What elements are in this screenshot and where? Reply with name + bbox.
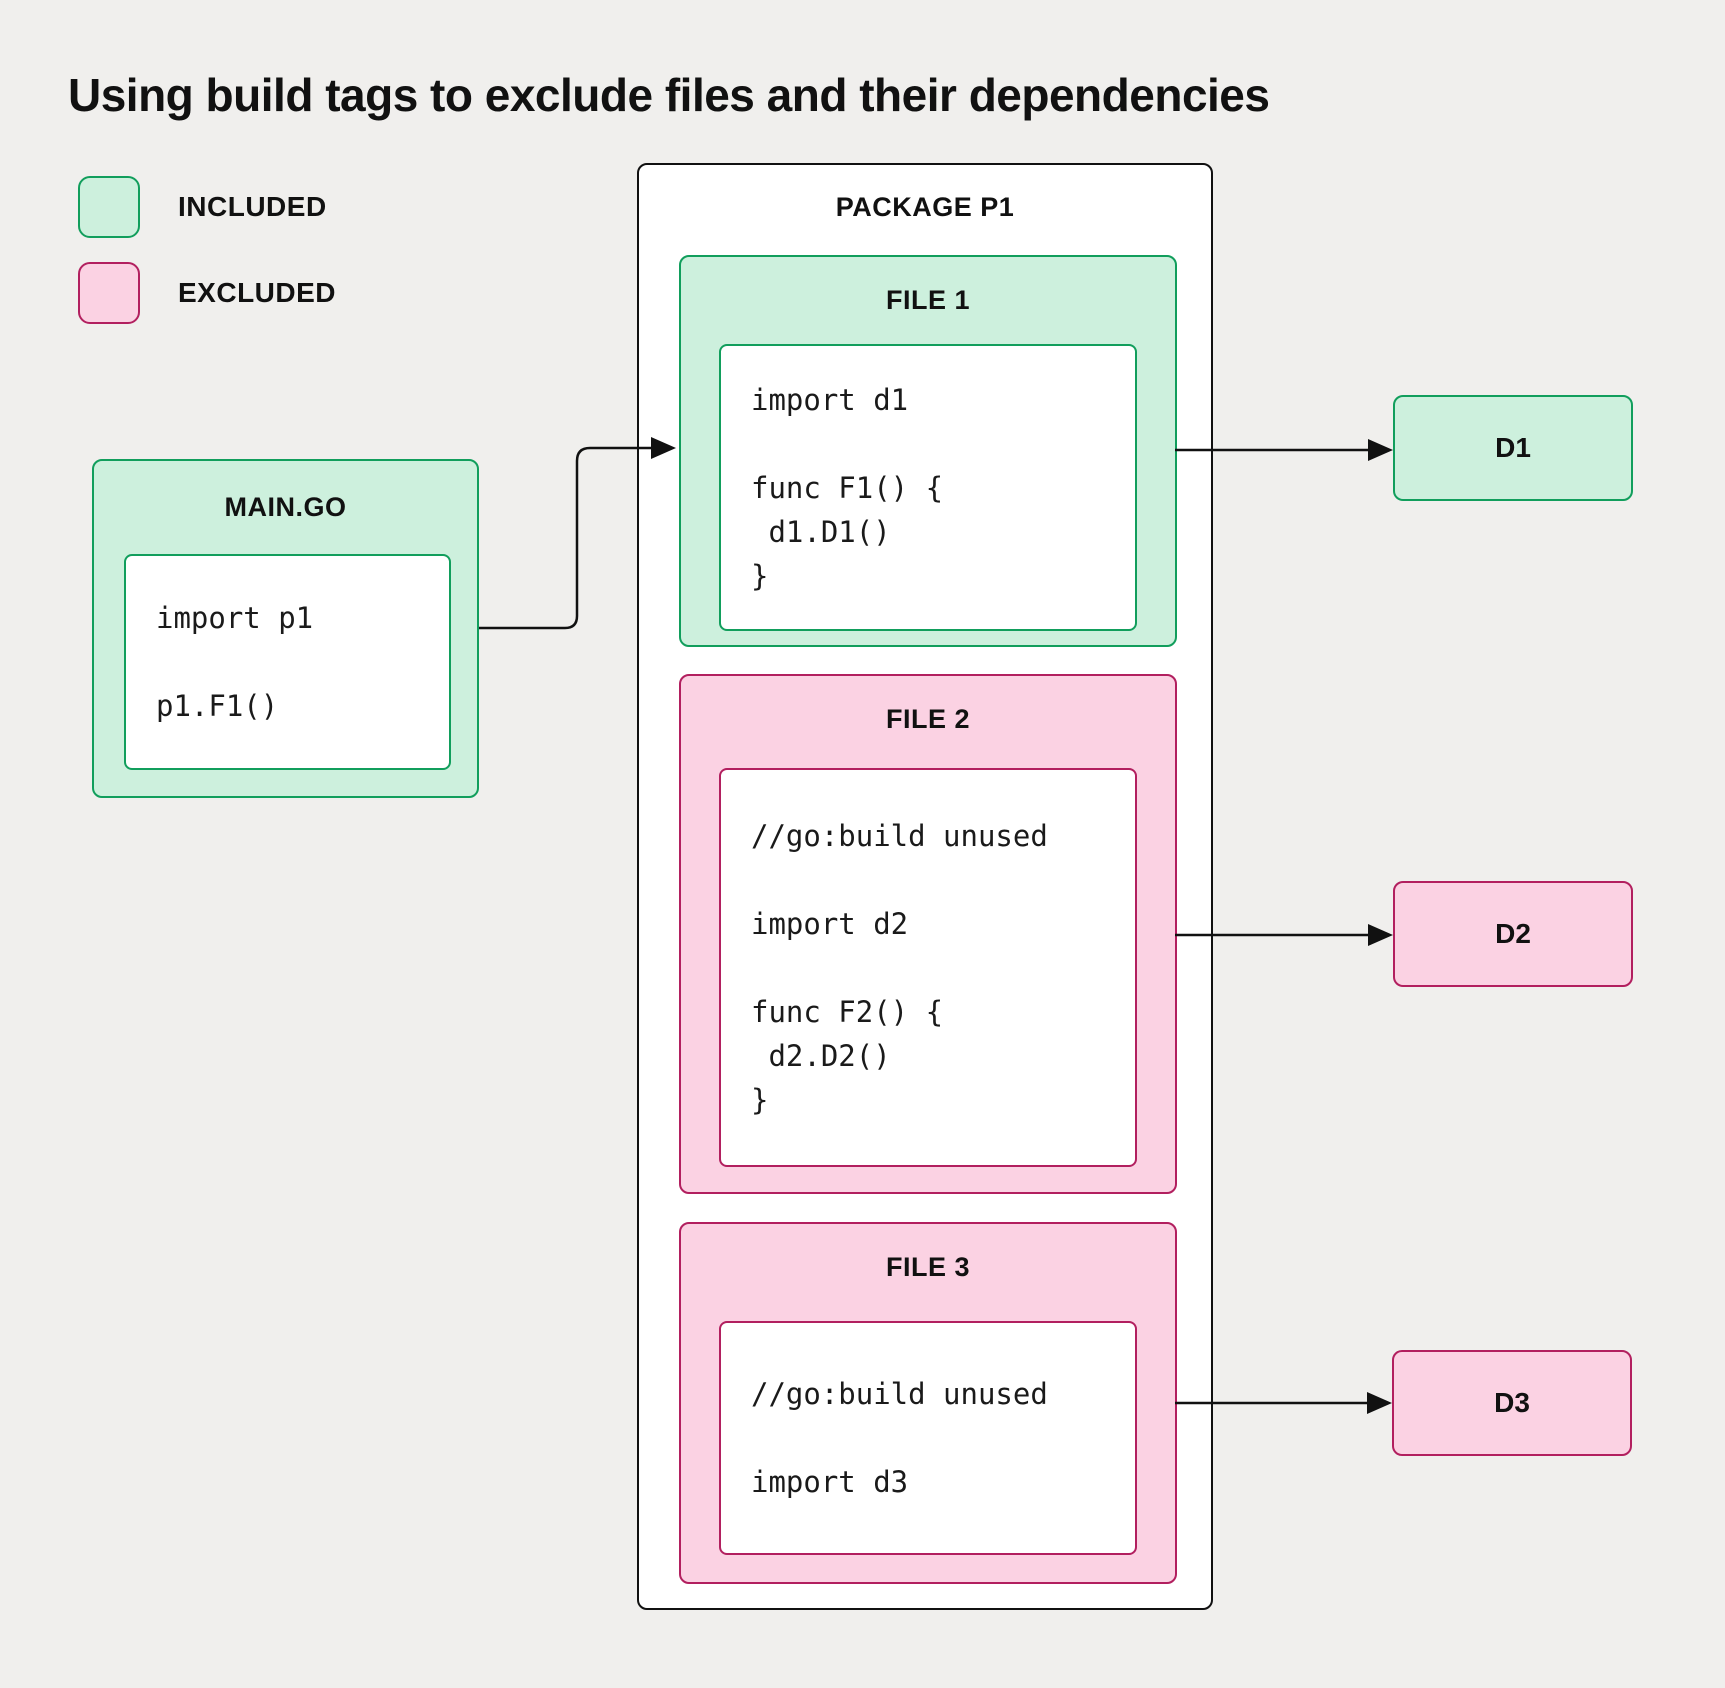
dependency-d3-node: D3 (1392, 1350, 1632, 1456)
package-p1-label: PACKAGE P1 (835, 191, 1015, 222)
legend-label-included: INCLUDED (178, 191, 327, 222)
file-3-label: FILE 3 (885, 1251, 970, 1282)
legend-swatch-excluded (78, 262, 140, 324)
file-1-code: import d1 func F1() { d1.D1() } (751, 382, 944, 593)
dependency-d1-label: D1 (1495, 432, 1531, 463)
legend-label-excluded: EXCLUDED (178, 277, 337, 308)
file-3-node: FILE 3 //go:build unused import d3 (679, 1222, 1177, 1584)
dependency-d3-label: D3 (1494, 1387, 1530, 1418)
dependency-d2-label: D2 (1495, 918, 1531, 949)
legend-swatch-included (78, 176, 140, 238)
file-3-code-box: //go:build unused import d3 (719, 1321, 1137, 1555)
file-2-node: FILE 2 //go:build unused import d2 func … (679, 674, 1177, 1194)
file-2-code-box: //go:build unused import d2 func F2() { … (719, 768, 1137, 1167)
file-3-code: //go:build unused import d3 (751, 1377, 1048, 1499)
main-go-node: MAIN.GO import p1 p1.F1() (92, 459, 479, 798)
package-p1-container: PACKAGE P1 FILE 1 import d1 func F1() { … (637, 163, 1213, 1610)
main-go-code: import p1 p1.F1() (156, 601, 314, 723)
file-1-label: FILE 1 (885, 284, 970, 315)
dependency-d1-node: D1 (1393, 395, 1633, 501)
diagram-title: Using build tags to exclude files and th… (68, 69, 1270, 121)
dependency-d2-node: D2 (1393, 881, 1633, 987)
file-1-node: FILE 1 import d1 func F1() { d1.D1() } (679, 255, 1177, 647)
file-1-code-box: import d1 func F1() { d1.D1() } (719, 344, 1137, 631)
main-go-label: MAIN.GO (224, 492, 347, 522)
file-2-code: //go:build unused import d2 func F2() { … (751, 818, 1048, 1117)
main-go-code-box: import p1 p1.F1() (124, 554, 451, 770)
file-2-label: FILE 2 (885, 703, 970, 734)
